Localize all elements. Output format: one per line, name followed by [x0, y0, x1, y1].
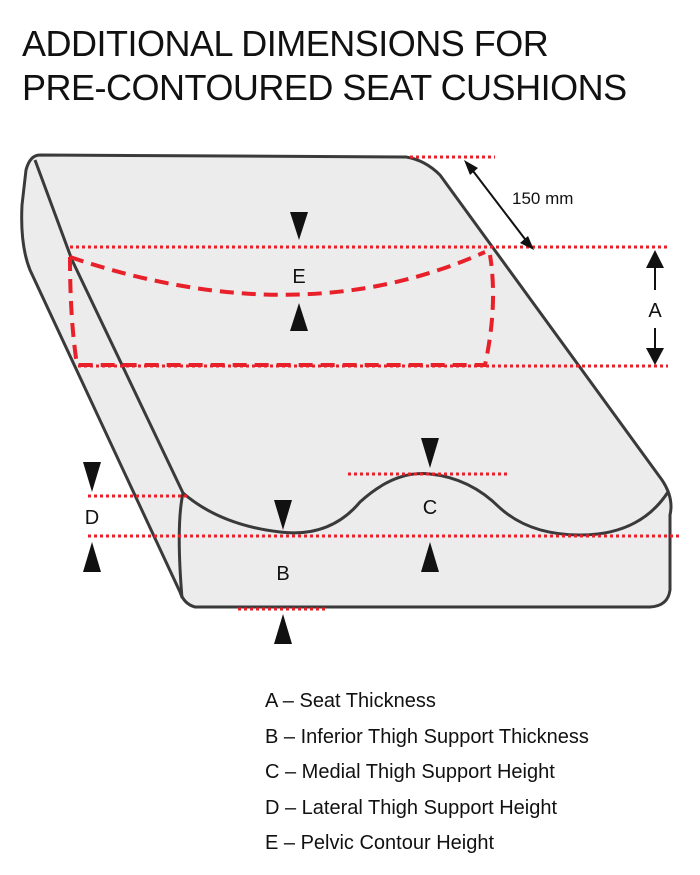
legend: A – Seat Thickness B – Inferior Thigh Su… — [265, 684, 589, 862]
legend-item-e: E – Pelvic Contour Height — [265, 832, 495, 854]
page-title: ADDITIONAL DIMENSIONS FOR PRE-CONTOURED … — [22, 22, 627, 110]
label-e: E — [292, 266, 305, 288]
legend-item-d: D – Lateral Thigh Support Height — [265, 796, 558, 819]
pelvic-contour-dip — [69, 250, 486, 297]
depth-dimension-arrow — [464, 160, 534, 250]
legend-item-c: C – Medial Thigh Support Height — [265, 761, 555, 783]
cushion-outline — [20, 153, 673, 609]
depth-dimension-label: 150 mm — [512, 189, 573, 208]
a-dimension-arrows — [646, 250, 664, 365]
legend-item-b: B – Inferior Thigh Support Thickness — [265, 725, 589, 748]
title-line-2: PRE-CONTOURED SEAT CUSHIONS — [22, 67, 627, 108]
d-dimension-arrows — [83, 462, 101, 572]
title-line-1: ADDITIONAL DIMENSIONS FOR — [22, 23, 549, 64]
e-dimension-arrows — [290, 212, 308, 331]
b-dimension-arrows — [274, 500, 292, 644]
c-dimension-arrows — [421, 438, 439, 572]
label-a: A — [648, 300, 662, 322]
label-d: D — [85, 507, 99, 529]
legend-item-a: A – Seat Thickness — [265, 690, 436, 712]
label-b: B — [276, 563, 289, 585]
label-c: C — [423, 497, 437, 519]
reference-lines — [70, 155, 680, 611]
pelvic-contour-line — [68, 254, 496, 367]
